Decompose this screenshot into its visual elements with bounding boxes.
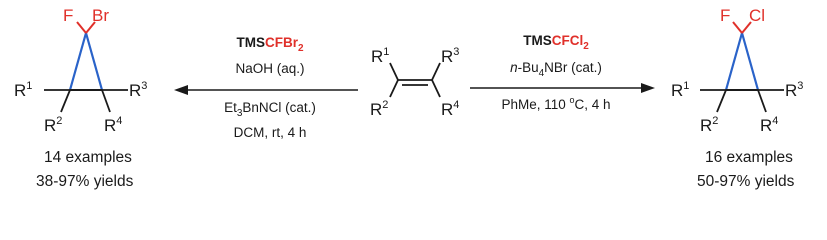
left-reaction-conditions: TMSCFBr2 NaOH (aq.) Et3BnNCl (cat.) DCM,… — [224, 35, 316, 140]
right-bond-to-cl — [741, 21, 752, 34]
alkene-bond-r3 — [431, 62, 441, 81]
right-r3-label: R3 — [785, 80, 803, 100]
left-ring-bond-top-left — [68, 32, 88, 91]
left-r1-label: R1 — [14, 80, 32, 100]
left-arrow-head — [174, 85, 188, 95]
alkene-bond-r4 — [431, 79, 441, 98]
left-solvent-label: DCM, rt, 4 h — [234, 125, 307, 140]
reaction-scheme: F Br R1 R2 R3 R4 14 examples 38-97% yiel… — [14, 6, 803, 190]
left-cyclopropane-product: F Br R1 R2 R3 R4 14 examples 38-97% yiel… — [14, 6, 147, 190]
left-ring-bond-top-right — [84, 32, 104, 91]
right-cyclopropane-product: F Cl R1 R2 R3 R4 16 examples 50-97% yiel… — [671, 6, 803, 190]
right-r2-label: R2 — [700, 115, 718, 135]
left-bond-to-f — [76, 21, 87, 34]
right-fluorine-label: F — [720, 6, 730, 25]
right-yield-range: 50-97% yields — [697, 173, 795, 190]
right-bond-to-f — [732, 21, 743, 34]
left-r4-label: R4 — [104, 115, 122, 135]
right-ring-bond-top-left — [724, 32, 744, 91]
right-examples-count: 16 examples — [705, 149, 793, 166]
right-catalyst-label: n-Bu4NBr (cat.) — [510, 60, 602, 79]
right-reaction-arrow — [470, 83, 655, 93]
right-r1-label: R1 — [671, 80, 689, 100]
right-r4-label: R4 — [760, 115, 778, 135]
alkene-r2-label: R2 — [370, 99, 388, 119]
left-reaction-arrow — [174, 85, 358, 95]
right-arrow-head — [641, 83, 655, 93]
right-ring-bond-top-right — [740, 32, 760, 91]
alkene-bond-r2 — [389, 79, 399, 98]
right-bond-r2 — [716, 89, 727, 113]
alkene-bond-r1 — [389, 62, 399, 81]
left-bond-r4 — [101, 89, 111, 113]
left-fluorine-label: F — [63, 6, 73, 25]
alkene-substrate: R1 R2 R3 R4 — [370, 46, 459, 119]
alkene-r3-label: R3 — [441, 46, 459, 66]
left-r2-label: R2 — [44, 115, 62, 135]
left-examples-count: 14 examples — [44, 149, 132, 166]
alkene-r1-label: R1 — [371, 46, 389, 66]
left-yield-range: 38-97% yields — [36, 173, 134, 190]
right-chlorine-label: Cl — [749, 6, 765, 25]
left-r3-label: R3 — [129, 80, 147, 100]
left-bond-r2 — [60, 89, 71, 113]
right-bond-r4 — [757, 89, 767, 113]
left-catalyst-label: Et3BnNCl (cat.) — [224, 100, 316, 119]
left-bromine-label: Br — [92, 6, 109, 25]
right-reagent-label: TMSCFCl2 — [523, 33, 589, 52]
left-bond-to-br — [85, 21, 96, 34]
alkene-r4-label: R4 — [441, 99, 459, 119]
left-reagent-label: TMSCFBr2 — [236, 35, 304, 54]
right-reaction-conditions: TMSCFCl2 n-Bu4NBr (cat.) PhMe, 110 oC, 4… — [501, 33, 610, 112]
right-solvent-label: PhMe, 110 oC, 4 h — [501, 95, 610, 112]
left-base-label: NaOH (aq.) — [235, 61, 304, 76]
